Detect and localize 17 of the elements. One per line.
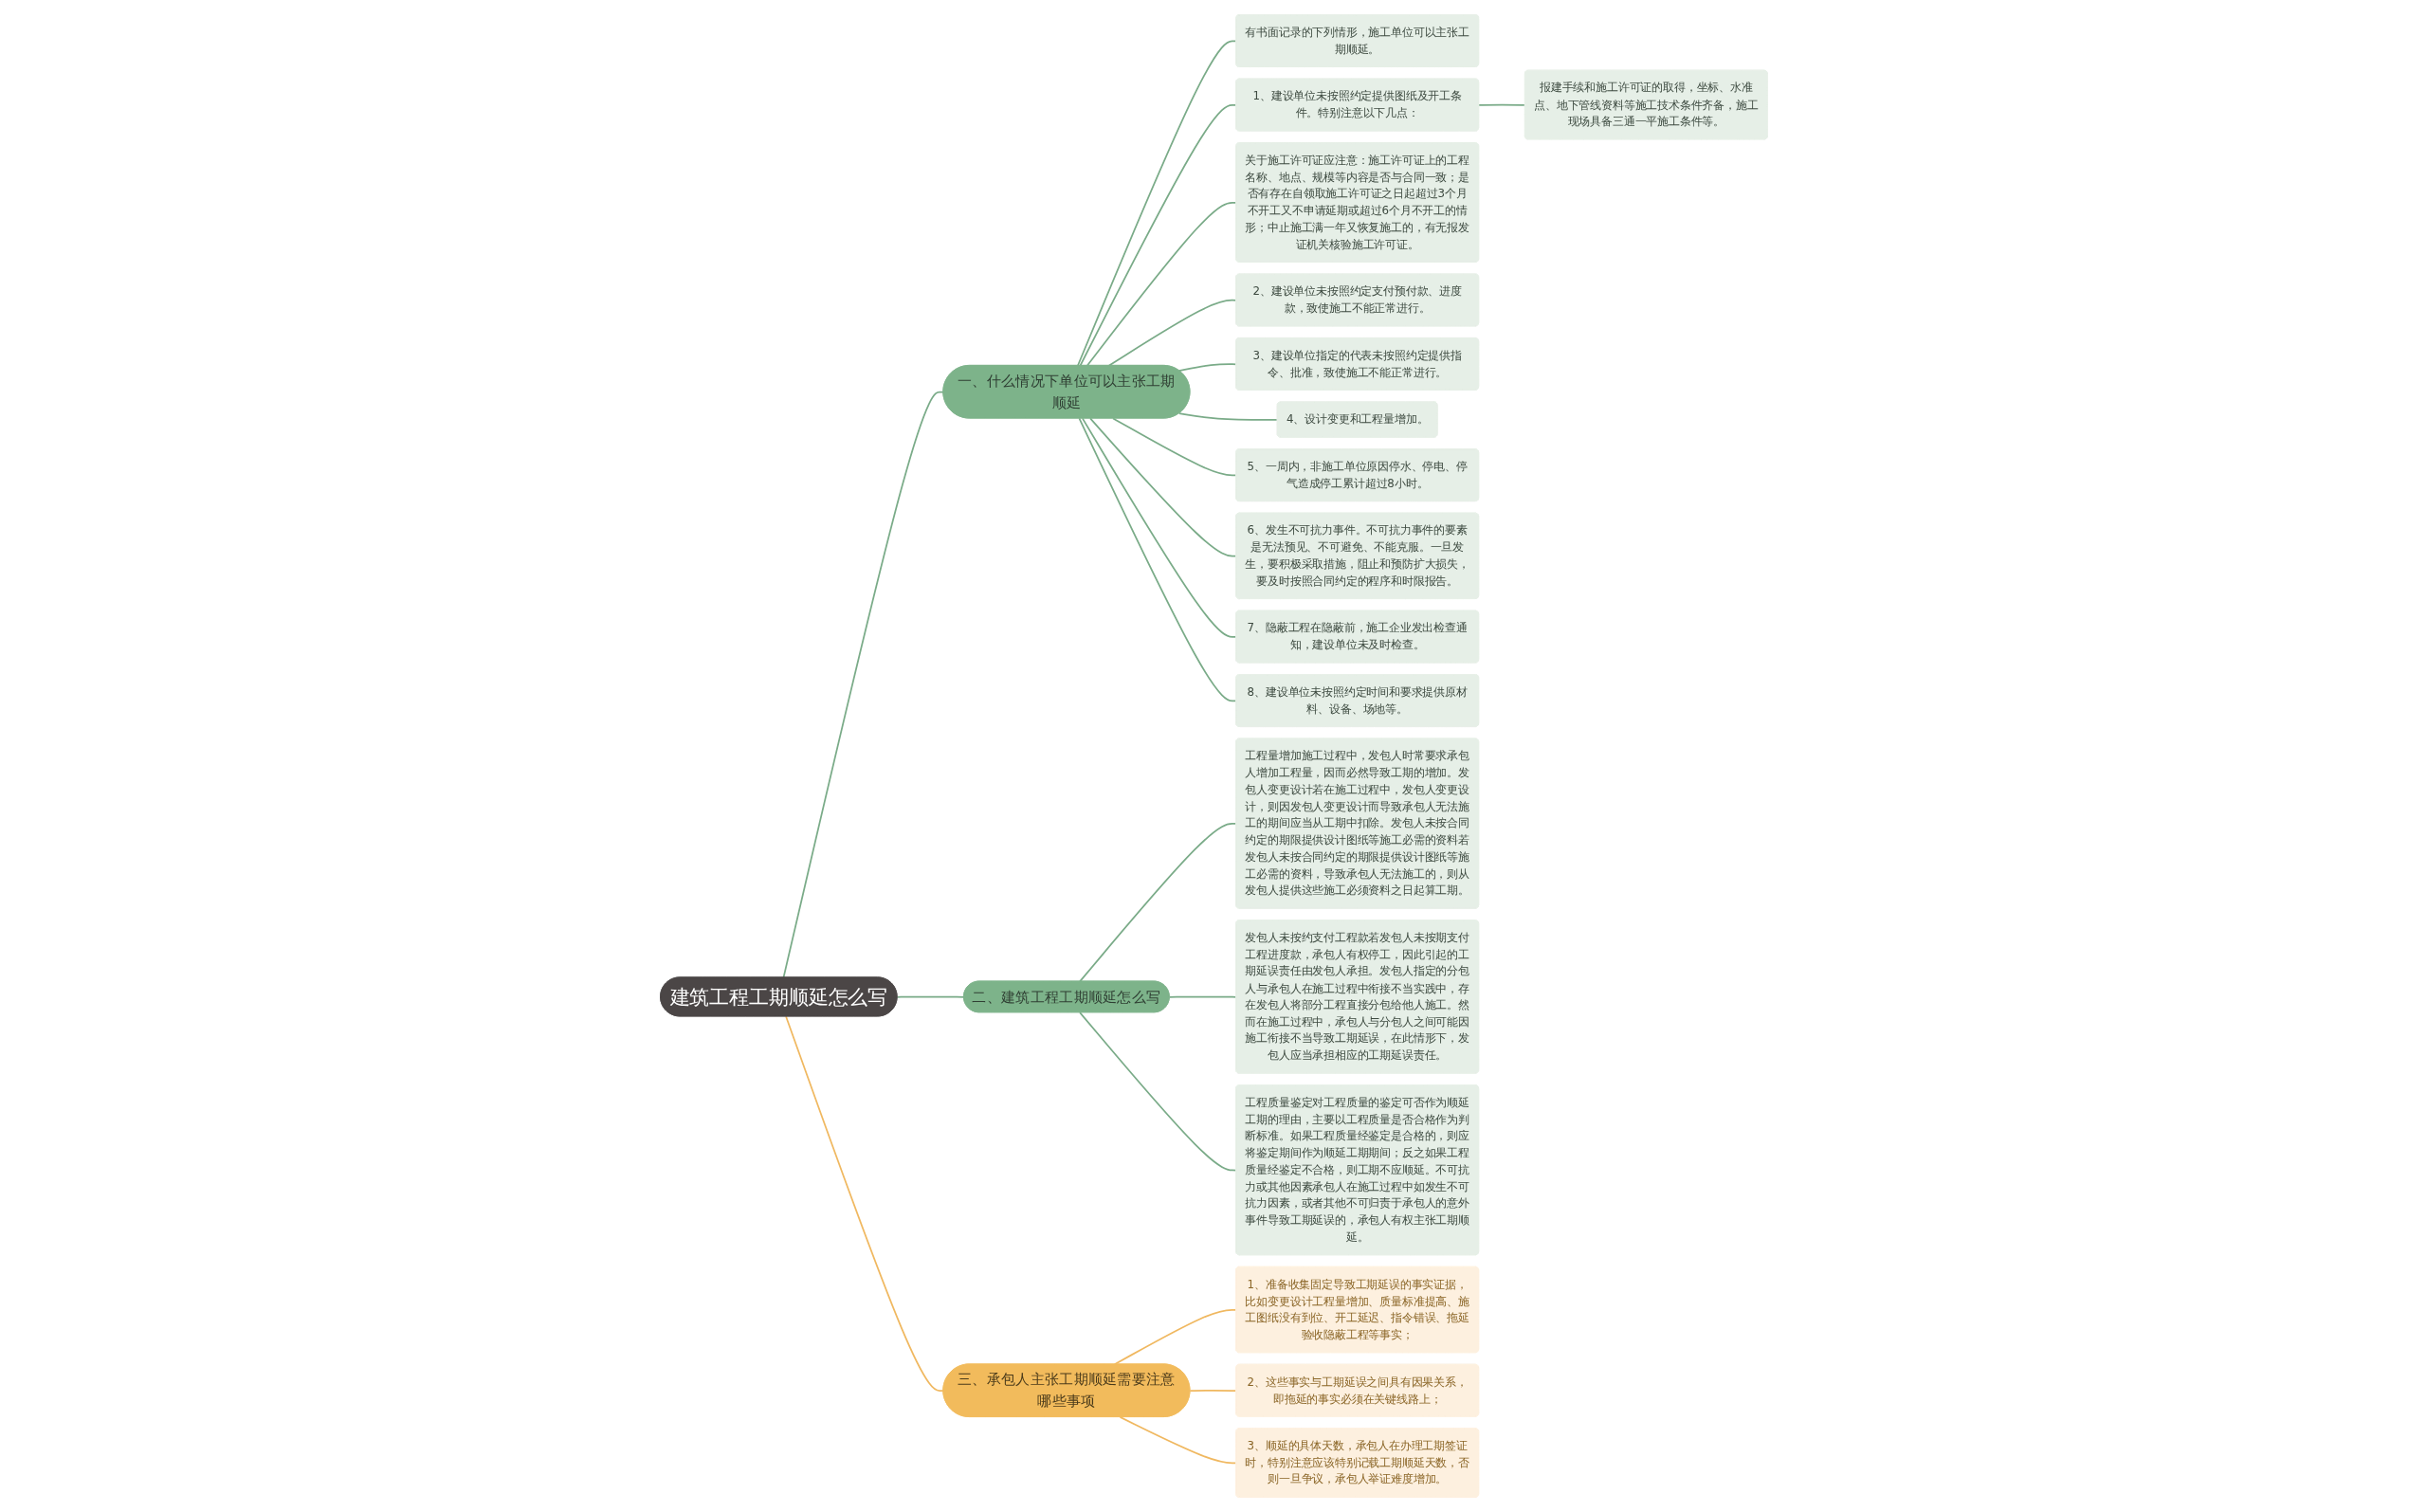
connector xyxy=(1088,417,1237,557)
connector xyxy=(1111,417,1237,477)
connector xyxy=(1086,201,1237,367)
connector xyxy=(1188,1389,1237,1392)
connector xyxy=(1078,417,1237,702)
connector xyxy=(1078,823,1237,983)
connector xyxy=(1177,412,1278,421)
connector xyxy=(784,1015,944,1392)
connector xyxy=(1078,1011,1237,1172)
connector xyxy=(1119,1416,1237,1465)
connector xyxy=(1081,417,1237,638)
connector xyxy=(1076,40,1237,367)
connector xyxy=(1079,103,1237,367)
connector xyxy=(1107,299,1237,367)
connector xyxy=(896,995,965,998)
connector xyxy=(1177,363,1237,372)
connector xyxy=(1168,995,1237,998)
